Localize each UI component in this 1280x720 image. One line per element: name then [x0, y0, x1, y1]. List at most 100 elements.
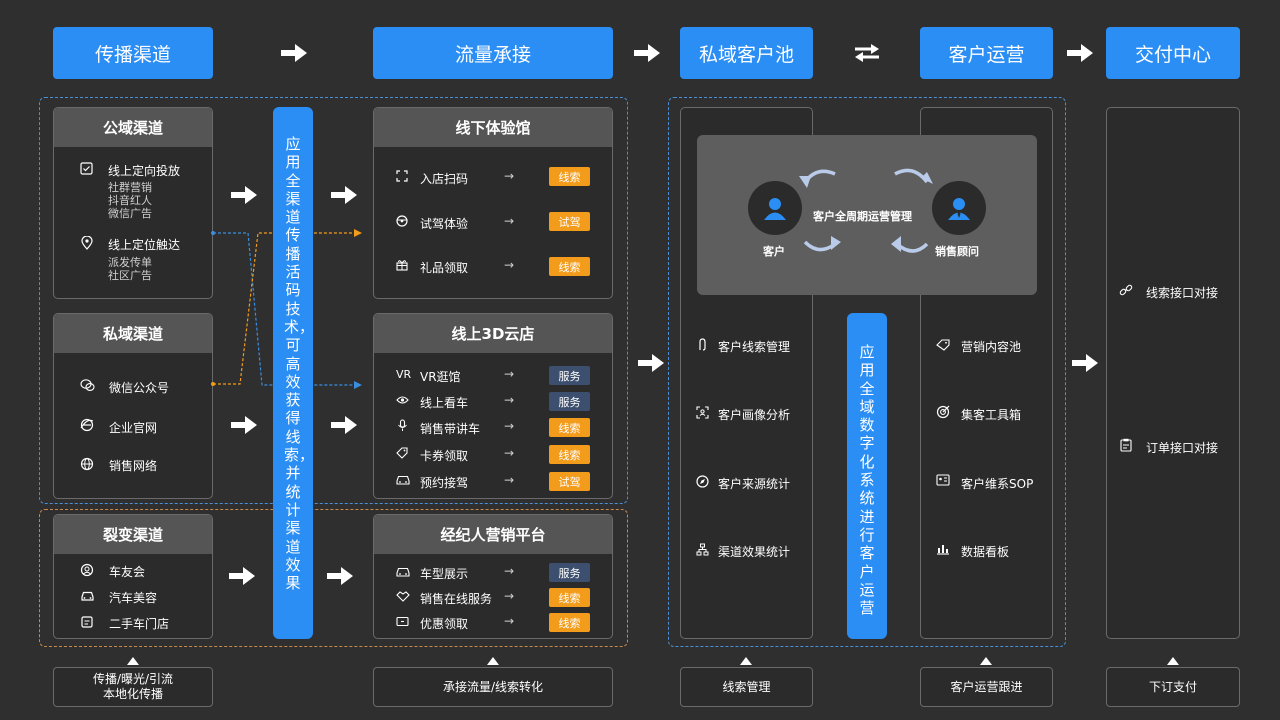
- profile-scan-icon: [696, 406, 709, 419]
- small-arrow-icon: →: [504, 564, 515, 578]
- lead-clip-icon: [699, 338, 706, 351]
- compass-icon: [696, 475, 709, 488]
- small-arrow-icon: →: [504, 446, 515, 460]
- digital-system-text: 应用全域数字化系统进行客户运营: [859, 343, 875, 618]
- footer-ops: 客户运营跟进: [920, 667, 1053, 707]
- customer-label: 客户: [763, 245, 785, 258]
- omnichannel-code-bar: 应用全渠道传播活码技术，可高效获得线索，并统计渠道效果: [273, 107, 315, 639]
- online-ad-sub-1: 社群营销: [108, 181, 152, 194]
- badge-test-drive: 试驾: [549, 212, 590, 231]
- car-icon: [81, 591, 94, 601]
- online-ad-sub-3: 微信广告: [108, 207, 152, 220]
- arrow-right-icon: [1067, 44, 1093, 62]
- up-triangle-icon: [980, 657, 992, 665]
- gift-icon: [396, 260, 408, 271]
- private-item-sales-network: 销售网络: [109, 459, 158, 473]
- clipboard-icon: [1120, 438, 1132, 452]
- up-triangle-icon: [127, 657, 139, 665]
- microphone-icon: [398, 419, 407, 431]
- delivery-item-order-api: 订单接口对接: [1146, 441, 1219, 455]
- badge-lead: 线索: [549, 418, 590, 437]
- checkbox-icon: [80, 162, 93, 175]
- arrow-right-icon: [327, 567, 353, 585]
- small-arrow-icon: →: [504, 367, 515, 381]
- club-icon: [80, 563, 94, 577]
- fission-channel-title: 裂变渠道: [54, 515, 212, 554]
- link-icon: [1119, 284, 1133, 296]
- footer-spread: 传播/曝光/引流 本地化传播: [53, 667, 213, 707]
- public-channel-title: 公域渠道: [54, 108, 212, 147]
- arrow-right-icon: [229, 567, 255, 585]
- small-arrow-icon: →: [504, 589, 515, 603]
- vr-icon: VR: [396, 368, 412, 381]
- agent-row-label: 车型展示: [420, 567, 469, 581]
- ops-item-retention-sop: 客户维系SOP: [961, 477, 1034, 491]
- badge-service: 服务: [549, 563, 590, 582]
- store-row-label: 线上看车: [420, 396, 469, 410]
- pool-item-profile-analysis: 客户画像分析: [718, 408, 791, 422]
- pool-item-channel-stats: 渠道效果统计: [718, 545, 791, 559]
- badge-service: 服务: [549, 392, 590, 411]
- store-row-label: 预约接驾: [420, 476, 469, 490]
- location-pin-icon: [81, 236, 93, 250]
- user-icon: [764, 198, 786, 220]
- advisor-avatar: [932, 181, 986, 235]
- fission-item-car-beauty: 汽车美容: [109, 591, 158, 605]
- small-arrow-icon: →: [504, 169, 515, 183]
- org-tree-icon: [696, 543, 709, 556]
- wechat-icon: [80, 379, 95, 391]
- header-private-pool: 私域客户池: [680, 27, 813, 79]
- header-traffic-intake: 流量承接: [373, 27, 613, 79]
- cycle-arrows-icon: [799, 169, 841, 252]
- agent-row-label: 优惠领取: [420, 617, 469, 631]
- advisor-label: 销售顾问: [935, 245, 979, 258]
- delivery-item-lead-api: 线索接口对接: [1146, 286, 1219, 300]
- ops-item-content-pool: 营销内容池: [961, 340, 1022, 354]
- car-model-icon: [396, 567, 410, 577]
- steering-wheel-icon: [396, 215, 408, 227]
- offline-row-label: 入店扫码: [420, 172, 469, 186]
- globe-icon: [80, 457, 94, 471]
- private-item-wechat: 微信公众号: [109, 381, 170, 395]
- channel-region-fission: [39, 509, 628, 647]
- badge-lead: 线索: [549, 588, 590, 607]
- online-ad-label: 线上定向投放: [108, 164, 181, 178]
- digital-system-bar: 应用全域数字化系统进行客户运营: [847, 313, 887, 639]
- badge-lead: 线索: [549, 613, 590, 632]
- ops-item-toolbox: 集客工具箱: [961, 408, 1022, 422]
- pool-ops-region: [668, 97, 1066, 647]
- footer-pool: 线索管理: [680, 667, 813, 707]
- badge-lead: 线索: [549, 445, 590, 464]
- arrow-right-icon: [231, 416, 257, 434]
- offline-row-label: 试驾体验: [420, 217, 469, 231]
- badge-test-drive: 试驾: [549, 472, 590, 491]
- header-spread-channels: 传播渠道: [53, 27, 213, 79]
- arrow-right-icon: [638, 354, 664, 372]
- store-row-label: VR逛馆: [420, 370, 461, 384]
- up-triangle-icon: [487, 657, 499, 665]
- channel-region-online: [39, 97, 628, 504]
- badge-service: 服务: [549, 366, 590, 385]
- arrow-right-icon: [281, 44, 307, 62]
- coupon-icon: [396, 447, 408, 459]
- small-arrow-icon: →: [504, 473, 515, 487]
- online-reach-label: 线上定位触达: [108, 238, 181, 252]
- online-reach-sub-2: 社区广告: [108, 269, 152, 282]
- header-customer-ops: 客户运营: [920, 27, 1053, 79]
- ticket-icon: [396, 616, 409, 627]
- badge-lead: 线索: [549, 257, 590, 276]
- small-arrow-icon: →: [504, 419, 515, 433]
- online-reach-sub-1: 派发传单: [108, 256, 152, 269]
- advisor-icon: [948, 198, 970, 220]
- fission-channel-box: 裂变渠道: [53, 514, 213, 639]
- browser-ie-icon: [80, 418, 94, 432]
- tag-icon: [936, 339, 950, 351]
- arrow-right-icon: [231, 186, 257, 204]
- customer-avatar: [748, 181, 802, 235]
- bar-chart-icon: [937, 545, 949, 555]
- badge-lead: 线索: [549, 167, 590, 186]
- arrow-right-icon: [331, 416, 357, 434]
- footer-spread-line-1: 传播/曝光/引流: [92, 672, 174, 686]
- footer-traffic: 承接流量/线索转化: [373, 667, 613, 707]
- omnichannel-code-text: 应用全渠道传播活码技术，可高效获得线索，并统计渠道效果: [284, 135, 315, 593]
